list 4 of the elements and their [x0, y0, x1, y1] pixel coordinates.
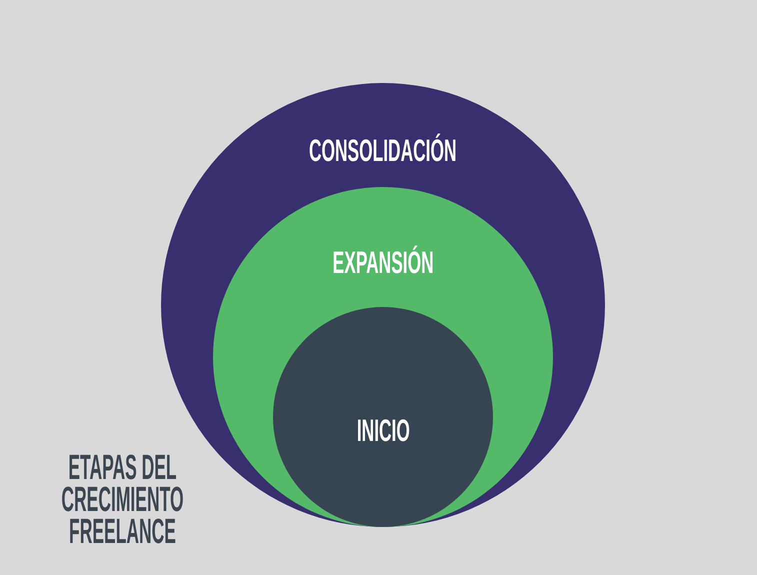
diagram-title: ETAPAS DEL CRECIMIENTO FREELANCE	[60, 452, 185, 548]
stage-label: CONSOLIDACIÓN	[308, 135, 457, 166]
stage-label: INICIO	[356, 415, 410, 446]
stage-label: EXPANSIÓN	[332, 247, 434, 278]
